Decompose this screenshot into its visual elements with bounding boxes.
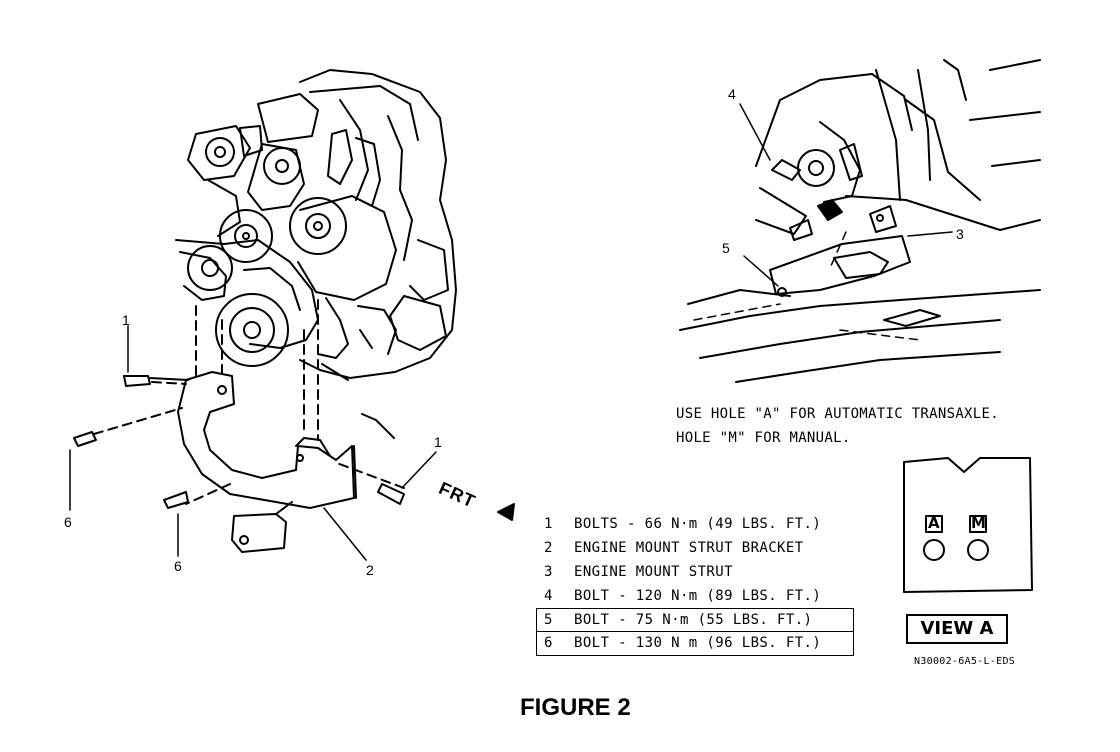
note-line-1: USE HOLE "A" FOR AUTOMATIC TRANSAXLE. [676, 406, 999, 422]
legend-num: 3 [544, 564, 553, 580]
callout-5-view: 5 [722, 240, 730, 256]
alignment-lines [93, 299, 405, 505]
legend-text: BOLTS - 66 N·m (49 LBS. FT.) [574, 516, 822, 532]
callout-4-view: 4 [728, 86, 736, 102]
detail-dashed-lines [693, 231, 921, 341]
view-a-inset [903, 457, 1033, 593]
legend-num: 2 [544, 540, 553, 556]
callout-2-bracket: 2 [366, 562, 374, 578]
legend-row-6: 6 BOLT - 130 N m (96 LBS. FT.) [536, 632, 854, 656]
callout-1-right: 1 [434, 434, 442, 450]
legend-text: ENGINE MOUNT STRUT BRACKET [574, 540, 804, 556]
pulley-drawings [187, 137, 347, 367]
engine-block-drawing [175, 69, 457, 381]
legend-row-4: 4 BOLT - 120 N·m (89 LBS. FT.) [536, 584, 866, 608]
legend-row-3: 3 ENGINE MOUNT STRUT [536, 560, 866, 584]
hole-m-label: M [971, 514, 986, 532]
front-arrow-icon [497, 503, 515, 521]
legend-row-5: 5 BOLT - 75 N·m (55 LBS. FT.) [536, 608, 854, 632]
drawing-code: N30002-6A5-L-EDS [914, 656, 1016, 667]
callout-6-lower: 6 [174, 558, 182, 574]
leader-lines-right [739, 103, 953, 287]
callout-1-left: 1 [122, 312, 130, 328]
legend-num: 6 [544, 635, 553, 651]
note-line-2: HOLE "M" FOR MANUAL. [676, 430, 851, 446]
callout-6-side: 6 [64, 514, 72, 530]
bolt-drawings-left [73, 375, 405, 509]
leader-lines-left [69, 325, 437, 561]
legend-text: BOLT - 130 N m (96 LBS. FT.) [574, 635, 822, 651]
legend-num: 5 [544, 612, 553, 628]
legend-num: 1 [544, 516, 553, 532]
view-a-label: VIEW A [906, 614, 1008, 644]
strut-bracket-drawing [177, 371, 395, 553]
legend-text: BOLT - 120 N·m (89 LBS. FT.) [574, 588, 822, 604]
legend-text: ENGINE MOUNT STRUT [574, 564, 733, 580]
detail-view-drawing [679, 59, 1041, 383]
legend-num: 4 [544, 588, 553, 604]
hole-a-label: A [928, 514, 940, 532]
figure-title: FIGURE 2 [520, 694, 631, 721]
legend-text: BOLT - 75 N·m (55 LBS. FT.) [574, 612, 813, 628]
legend-row-1: 1 BOLTS - 66 N·m (49 LBS. FT.) [536, 512, 866, 536]
legend-row-2: 2 ENGINE MOUNT STRUT BRACKET [536, 536, 866, 560]
callout-3-view: 3 [956, 226, 964, 242]
